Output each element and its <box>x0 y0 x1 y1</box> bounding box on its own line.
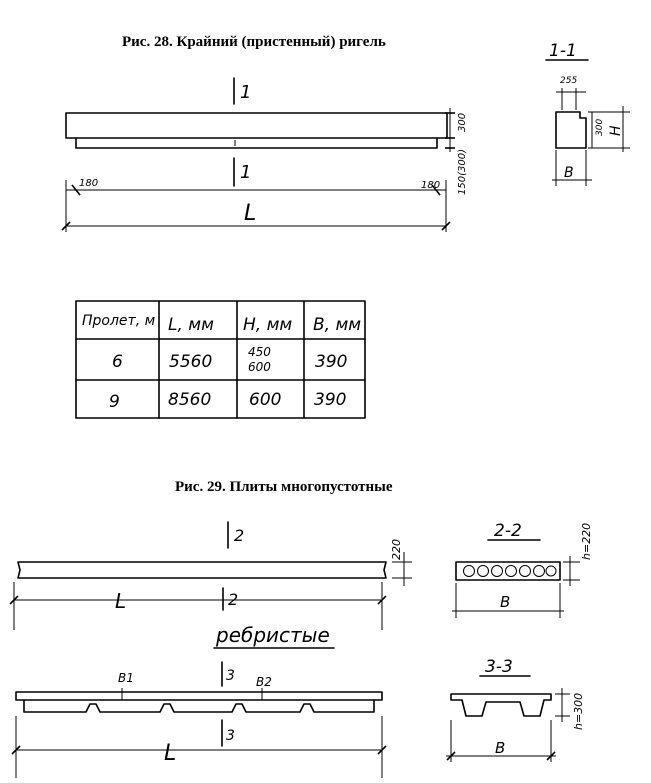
fig28-table: Пролет, м L, мм H, мм B, мм 6 5560 450 6… <box>75 300 366 419</box>
dim-300-label: 300 <box>457 113 468 132</box>
section-inner-dim: 300 <box>595 119 605 136</box>
cut-2-top-label: 2 <box>234 526 244 545</box>
section-3-3-outline <box>450 693 552 717</box>
section-B-label: B <box>564 165 574 181</box>
section-3-3: 3-3 h=300 B <box>446 657 585 762</box>
table-r2-B: 390 <box>314 390 346 410</box>
ригель-elevation <box>65 112 448 149</box>
length-dim: L <box>61 201 451 231</box>
beam-height-dims: 300 150(300) <box>445 108 468 195</box>
section-top-dim: 255 <box>560 76 577 86</box>
table-r2-span: 9 <box>109 392 120 412</box>
slab-height-dim: 220 <box>390 539 412 586</box>
ribbed-slab-top <box>15 691 383 701</box>
table-header-L: L, мм <box>168 315 214 335</box>
section-H-label: H <box>608 125 624 136</box>
slab-length-L: L <box>115 589 126 613</box>
section-3-3-h-label: h=300 <box>572 693 585 730</box>
dim-right-180: 180 <box>421 180 440 191</box>
section-3-3-B: B <box>495 739 505 757</box>
ribbed-title: ребристые <box>215 623 330 647</box>
dim-left-180: 180 <box>79 178 98 189</box>
dim-220-label: 220 <box>390 539 403 560</box>
cut-1-bottom-label: 1 <box>240 162 251 183</box>
rib-B1-label: B1 <box>118 671 134 685</box>
table-r1-L: 5560 <box>169 352 212 372</box>
table-r2-H: 600 <box>249 390 281 410</box>
cut-3-top-label: 3 <box>226 668 235 684</box>
length-L-label: L <box>244 201 256 226</box>
section-1-1-label: 1-1 <box>549 41 577 61</box>
table-r1-span: 6 <box>112 352 123 372</box>
ledge-dims: 180 180 <box>65 178 447 232</box>
cut-1-top-label: 1 <box>240 82 251 103</box>
fig29-caption: Рис. 29. Плиты многопустотные <box>175 479 393 495</box>
void-circles <box>463 565 557 577</box>
table-r1-H-1: 450 <box>248 345 271 359</box>
fig28-caption: Рис. 28. Крайний (пристенный) ригель <box>122 34 386 50</box>
beam-body <box>65 112 448 139</box>
table-header-span: Пролет, м <box>82 313 156 329</box>
hollow-slab-body <box>17 561 387 579</box>
section-1-1-outline <box>555 111 587 149</box>
ribbed-length-dim: L <box>11 716 387 778</box>
section-2-2-h-label: h=220 <box>580 523 593 560</box>
slab-length-dim: L <box>9 582 387 630</box>
section-2-2-B: B <box>500 593 510 611</box>
table-header-B: B, мм <box>313 315 361 335</box>
section-3-3-label: 3-3 <box>485 657 513 677</box>
hollow-slab-elevation <box>17 561 387 579</box>
section-1-1-drawing: 255 300 H B <box>552 76 630 186</box>
table-header-H: H, мм <box>243 315 292 335</box>
dim-150-300-label: 150(300) <box>457 149 468 195</box>
section-2-2-outline <box>455 561 561 581</box>
section-2-2-label: 2-2 <box>494 521 522 541</box>
table-r1-H-2: 600 <box>248 360 271 374</box>
rib-B2-label: B2 <box>256 675 272 689</box>
ribbed-slab-elevation <box>15 688 383 713</box>
table-r1-B: 390 <box>315 352 347 372</box>
section-2-2: 2-2 h=220 B <box>452 521 593 618</box>
ribbed-slab-ribs <box>23 699 375 713</box>
beam-ledge <box>75 137 438 149</box>
table-r2-L: 8560 <box>168 390 211 410</box>
ribbed-length-L: L <box>164 741 176 766</box>
cut-3-bottom-label: 3 <box>226 728 235 744</box>
